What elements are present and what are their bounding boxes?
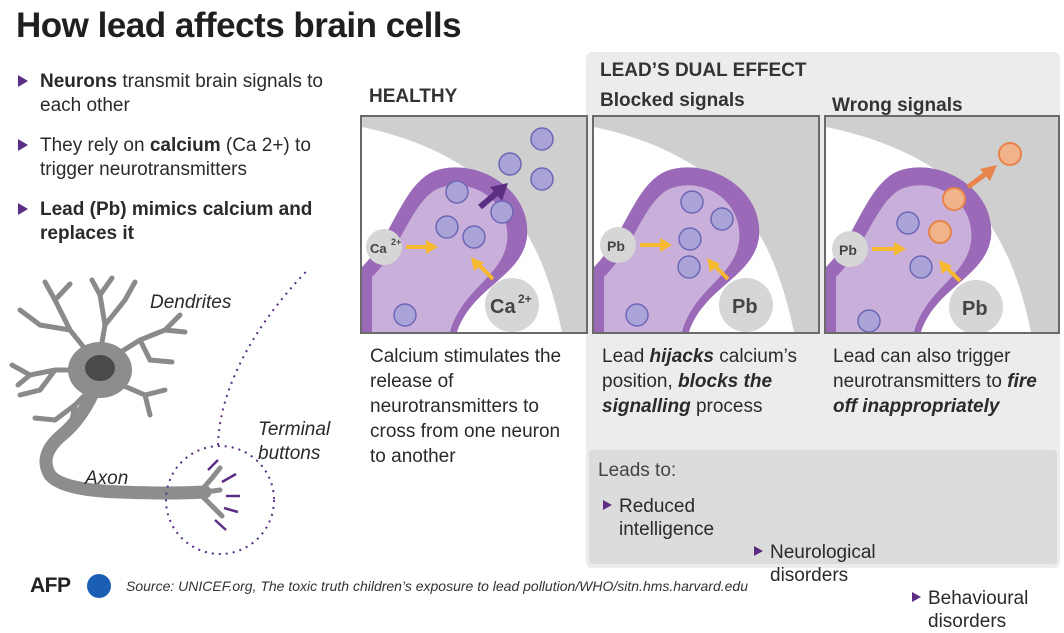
leads-to-title: Leads to: xyxy=(598,460,677,481)
synaptic-gap xyxy=(594,117,818,332)
neuron-nucleus xyxy=(85,355,115,381)
blocked-panel: Pb Pb xyxy=(592,115,820,334)
synaptic-gap xyxy=(826,117,1058,332)
label-dendrites: Dendrites xyxy=(150,292,232,313)
afp-logo-text: AFP xyxy=(30,574,71,597)
ca-ion-small xyxy=(366,229,402,265)
label-terminal-line2: buttons xyxy=(258,443,321,464)
zoom-dotted-path xyxy=(217,270,310,446)
pb-ion-small-label: Pb xyxy=(839,242,857,258)
pb-ion-large-label: Pb xyxy=(962,298,988,320)
desc-text: calcium’s position, xyxy=(602,346,798,392)
label-axon: Axon xyxy=(85,468,129,489)
blocked-heading: Blocked signals xyxy=(600,90,745,111)
wrong-heading: Wrong signals xyxy=(832,95,963,116)
bullet-text: transmit brain signals to each other xyxy=(40,71,323,116)
blocked-description: Lead hijacks calcium’s position, blocks … xyxy=(602,344,822,419)
wrong-description: Lead can also trigger neurotransmitters … xyxy=(833,344,1043,419)
healthy-panel: Ca 2+ Ca 2+ xyxy=(360,115,588,334)
wrong-panel: Pb Pb xyxy=(824,115,1060,334)
page-title: How lead affects brain cells xyxy=(16,6,462,45)
desc-text: Lead can also trigger neurotransmitters … xyxy=(833,346,1011,392)
ca-arrow-bottom xyxy=(476,262,495,281)
neuron-axon xyxy=(39,388,212,500)
bullet-bold: calcium xyxy=(149,135,221,156)
neuron-illustration xyxy=(9,270,310,555)
lead-item-neurological: Neurological disorders xyxy=(754,541,915,587)
pb-ion-small xyxy=(600,227,636,263)
bullet-triangle-icon xyxy=(603,500,612,510)
misfired-neurotransmitters xyxy=(928,142,1022,244)
pb-ion-small xyxy=(832,231,868,267)
pb-ion-small-label: Pb xyxy=(607,238,625,254)
lead-item-behavioural: Behavioural disorders xyxy=(912,587,1058,633)
bullet-neurons: Neurons transmit brain signals to each o… xyxy=(18,70,338,118)
desc-emphasis: hijacks xyxy=(649,346,714,367)
bullet-triangle-icon xyxy=(18,75,28,87)
healthy-heading: HEALTHY xyxy=(369,86,458,107)
desc-text: process xyxy=(690,396,763,417)
lead-item-label: Reduced intelligence xyxy=(619,496,715,540)
terminal-interior xyxy=(604,185,740,332)
lead-item-label: Behavioural disorders xyxy=(928,588,1029,632)
label-terminal-line1: Terminal xyxy=(258,419,331,440)
terminal-zoom-circle xyxy=(165,445,275,555)
healthy-description: Calcium stimulates the release of neurot… xyxy=(370,346,562,467)
synaptic-gap xyxy=(362,117,586,332)
pb-ion-large-label: Pb xyxy=(732,296,758,318)
afp-logo-icon xyxy=(87,574,111,598)
desc-emphasis: blocks the signalling xyxy=(602,371,773,417)
desc-emphasis: fire off inappropriately xyxy=(833,371,1037,417)
bullet-text: They rely on xyxy=(40,135,150,156)
ca-ion-small-sup: 2+ xyxy=(391,237,401,247)
pb-arrow-bottom xyxy=(712,263,730,281)
pb-arrow-bottom xyxy=(944,265,962,283)
pb-ion-large xyxy=(719,278,773,332)
bullet-bold: Lead (Pb) mimics calcium and replaces it xyxy=(40,199,313,244)
pb-ion-large xyxy=(949,280,1003,332)
source-note: Source: UNICEF.org, The toxic truth chil… xyxy=(126,578,748,594)
ca-ion-large-sup: 2+ xyxy=(518,292,532,306)
bullet-bold: Neurons xyxy=(40,71,118,92)
lead-item-label: Neurological disorders xyxy=(770,542,876,586)
bullet-triangle-icon xyxy=(912,592,921,602)
bullet-triangle-icon xyxy=(18,203,28,215)
bullet-calcium: They rely on calcium (Ca 2+) to trigger … xyxy=(18,134,338,182)
bullet-lead: Lead (Pb) mimics calcium and replaces it xyxy=(18,198,338,246)
ca-ion-small-label: Ca xyxy=(370,241,387,256)
dual-effect-heading: LEAD’S DUAL EFFECT xyxy=(600,60,807,81)
axon-terminals xyxy=(197,465,225,519)
bullet-text: (Ca 2+) to trigger neurotransmitters xyxy=(40,135,311,180)
terminal-interior xyxy=(372,185,508,332)
neurotransmitter-vesicles xyxy=(857,211,933,332)
intro-bullets: Neurons transmit brain signals to each o… xyxy=(18,70,338,262)
lead-item-intelligence: Reduced intelligence xyxy=(603,495,754,541)
ca-ion-large xyxy=(485,278,539,332)
leads-to-box xyxy=(589,450,1057,564)
desc-text: Lead xyxy=(602,346,650,367)
neurotransmitter-vesicles xyxy=(393,127,554,327)
ca-ion-large-label: Ca xyxy=(490,296,516,318)
bullet-triangle-icon xyxy=(754,546,763,556)
label-terminal-buttons: Terminal buttons xyxy=(258,418,330,466)
terminal-signal-arrows xyxy=(207,459,240,531)
neurotransmitter-vesicles xyxy=(625,190,734,327)
bullet-triangle-icon xyxy=(18,139,28,151)
